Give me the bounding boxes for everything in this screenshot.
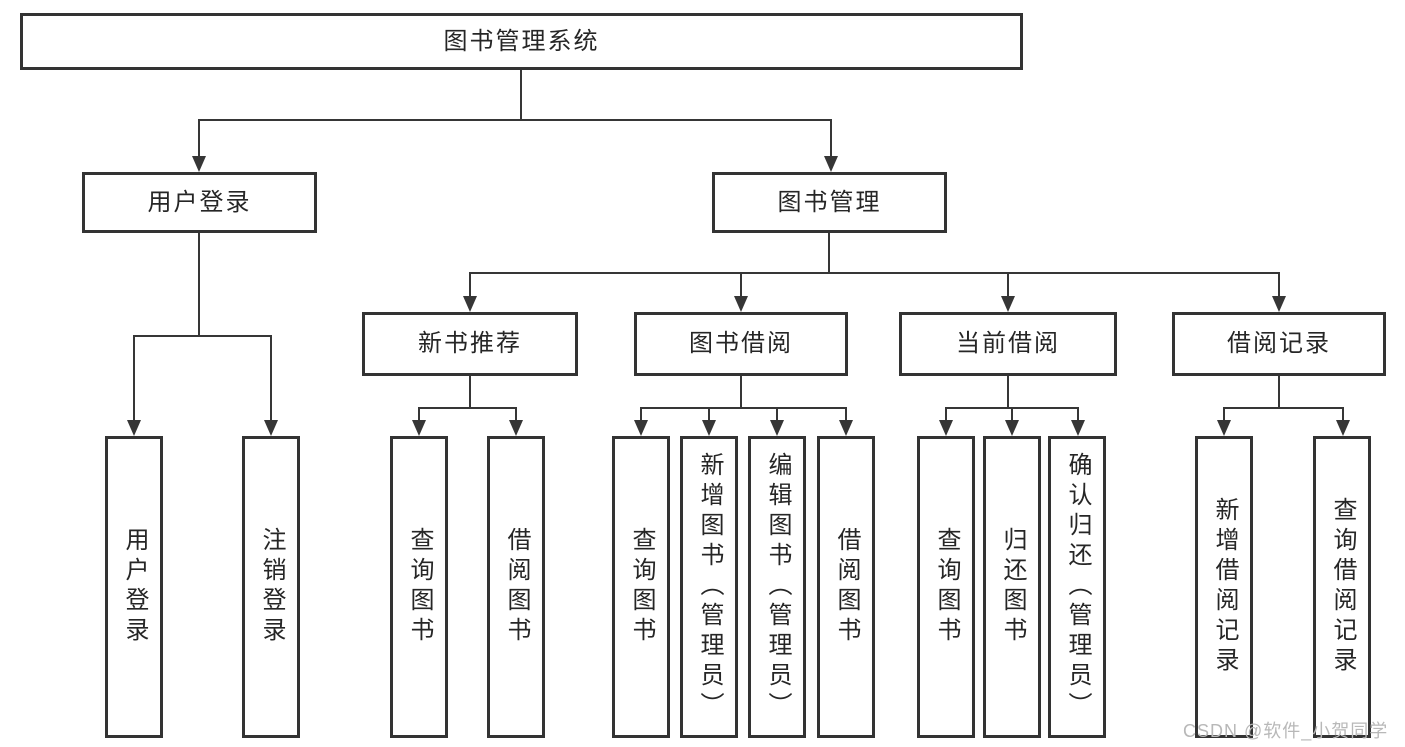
connector-stem-book-management — [830, 119, 832, 158]
arrow-to-book-borrow — [734, 296, 748, 312]
connector-book-borrow-horizontal — [640, 407, 847, 409]
connector-new-book-horizontal — [418, 407, 517, 409]
connector-stem-borrow-record — [1278, 272, 1280, 298]
node-label: 借阅图书 — [503, 527, 530, 647]
node-label: 图书借阅 — [689, 330, 793, 357]
arrow-to-c2 — [702, 420, 716, 436]
connector-root-horizontal — [198, 119, 832, 121]
node-confirm-return-admin: 确认归还（管理员） — [1048, 436, 1106, 738]
node-return-books: 归还图书 — [983, 436, 1041, 738]
connector-current-borrow-vertical — [1007, 376, 1009, 407]
node-new-book-recommendation: 新书推荐 — [362, 312, 578, 376]
connector-stem-new-book — [469, 272, 471, 298]
connector-stem-d1 — [945, 407, 947, 422]
csdn-watermark: CSDN @软件_小贺同学 — [1183, 721, 1389, 741]
node-add-borrow-record: 新增借阅记录 — [1195, 436, 1253, 738]
connector-stem-book-borrow — [740, 272, 742, 298]
arrow-to-logout-leaf — [264, 420, 278, 436]
node-label: 确认归还（管理员） — [1064, 452, 1091, 722]
node-borrow-books-leaf: 借阅图书 — [817, 436, 875, 738]
connector-stem-c1 — [640, 407, 642, 422]
arrow-to-d1 — [939, 420, 953, 436]
arrow-to-c3 — [770, 420, 784, 436]
node-label: 借阅图书 — [833, 527, 860, 647]
node-current-borrowing: 当前借阅 — [899, 312, 1117, 376]
node-label: 新增借阅记录 — [1211, 497, 1238, 677]
connector-stem-d2 — [1011, 407, 1013, 422]
node-query-borrow-record: 查询借阅记录 — [1313, 436, 1371, 738]
connector-stem-c2 — [708, 407, 710, 422]
node-label: 编辑图书（管理员） — [764, 452, 791, 722]
arrow-to-d2 — [1005, 420, 1019, 436]
node-label: 注销登录 — [258, 527, 285, 647]
arrow-to-d3 — [1071, 420, 1085, 436]
arrow-to-current-borrow — [1001, 296, 1015, 312]
connector-book-borrow-vertical — [740, 376, 742, 407]
arrow-to-book-management — [824, 156, 838, 172]
node-edit-books-admin: 编辑图书（管理员） — [748, 436, 806, 738]
node-query-books-borrowing: 查询图书 — [612, 436, 670, 738]
node-label: 用户登录 — [121, 527, 148, 647]
node-label: 图书管理 — [777, 188, 882, 216]
arrow-to-borrow-record — [1272, 296, 1286, 312]
connector-new-book-vertical — [469, 376, 471, 407]
node-book-management: 图书管理 — [712, 172, 947, 233]
connector-stem-e2 — [1342, 407, 1344, 422]
arrow-to-e1 — [1217, 420, 1231, 436]
connector-user-login-horizontal — [133, 335, 272, 337]
node-library-management-system: 图书管理系统 — [20, 13, 1023, 70]
connector-borrow-record-horizontal — [1223, 407, 1344, 409]
connector-stem-c4 — [845, 407, 847, 422]
node-add-books-admin: 新增图书（管理员） — [680, 436, 738, 738]
node-label: 图书管理系统 — [443, 27, 600, 55]
node-label: 当前借阅 — [956, 330, 1060, 357]
connector-root-vertical — [520, 70, 522, 119]
node-label: 查询图书 — [628, 527, 655, 647]
connector-stem-d3 — [1077, 407, 1079, 422]
node-label: 查询图书 — [406, 527, 433, 647]
node-query-books-current: 查询图书 — [917, 436, 975, 738]
node-query-books-recommend: 查询图书 — [390, 436, 448, 738]
node-user-login: 用户登录 — [82, 172, 317, 233]
arrow-to-b1 — [412, 420, 426, 436]
connector-book-mgmt-vertical — [828, 233, 830, 272]
node-label: 借阅记录 — [1227, 330, 1331, 357]
connector-stem-current-borrow — [1007, 272, 1009, 298]
node-label: 新书推荐 — [418, 330, 522, 357]
node-label: 归还图书 — [999, 527, 1026, 647]
node-label: 查询图书 — [933, 527, 960, 647]
node-label: 查询借阅记录 — [1329, 497, 1356, 677]
arrow-to-c1 — [634, 420, 648, 436]
node-user-login-leaf: 用户登录 — [105, 436, 163, 738]
connector-borrow-record-vertical — [1278, 376, 1280, 407]
connector-user-login-vertical — [198, 233, 200, 335]
node-borrow-books-recommend: 借阅图书 — [487, 436, 545, 738]
arrow-to-b2 — [509, 420, 523, 436]
connector-stem-c3 — [776, 407, 778, 422]
connector-stem-b1 — [418, 407, 420, 422]
arrow-to-user-login — [192, 156, 206, 172]
arrow-to-c4 — [839, 420, 853, 436]
connector-stem-login-leaf — [133, 335, 135, 422]
node-label: 新增图书（管理员） — [696, 452, 723, 722]
arrow-to-new-book — [463, 296, 477, 312]
node-label: 用户登录 — [147, 188, 252, 216]
connector-stem-logout-leaf — [270, 335, 272, 422]
connector-stem-e1 — [1223, 407, 1225, 422]
node-book-borrowing: 图书借阅 — [634, 312, 848, 376]
arrow-to-login-leaf — [127, 420, 141, 436]
arrow-to-e2 — [1336, 420, 1350, 436]
connector-stem-user-login — [198, 119, 200, 158]
connector-stem-b2 — [515, 407, 517, 422]
node-logout-leaf: 注销登录 — [242, 436, 300, 738]
connector-book-mgmt-horizontal — [469, 272, 1280, 274]
node-borrowing-records: 借阅记录 — [1172, 312, 1386, 376]
